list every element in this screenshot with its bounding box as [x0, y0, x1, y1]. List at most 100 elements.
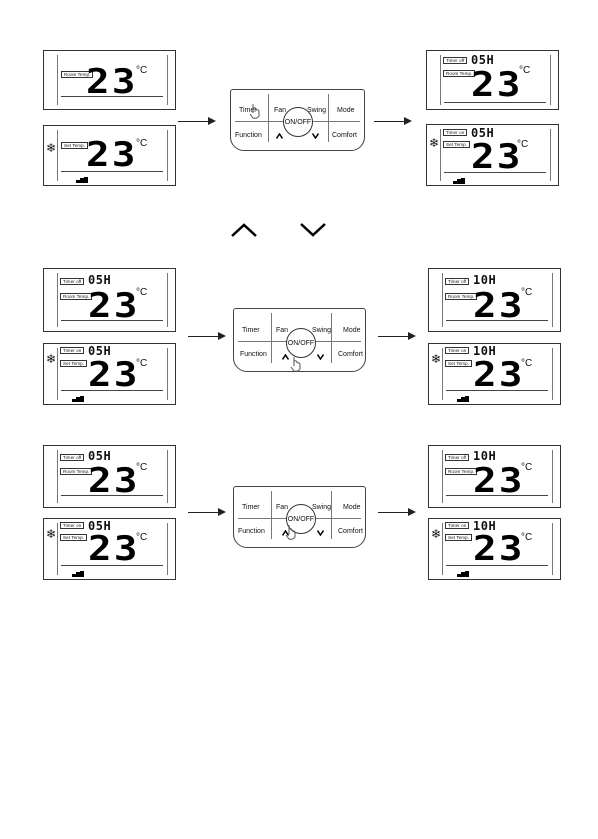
- arrow-line: [178, 121, 210, 122]
- celsius-unit: °C: [136, 287, 148, 298]
- timer-label: Timer on: [60, 522, 85, 529]
- timer-value: 05H: [88, 344, 112, 358]
- celsius-unit: °C: [521, 358, 533, 369]
- mode-button[interactable]: Mode: [337, 107, 355, 114]
- lcd-row1-right-top: Timer off 05H Room Temp. 23 °C: [426, 50, 559, 110]
- hand-pointer-icon: [285, 525, 296, 540]
- timer-label: Timer off: [443, 57, 468, 64]
- timer-button[interactable]: Timer: [239, 107, 257, 114]
- temp-label: Set Temp.: [61, 142, 89, 149]
- timer-value: 05H: [88, 519, 112, 533]
- timer-label: Timer off: [445, 278, 470, 285]
- swing-button[interactable]: Swing: [307, 107, 327, 114]
- arrow-line: [188, 512, 220, 513]
- fan-button[interactable]: Fan: [276, 504, 289, 511]
- chevron-up-icon[interactable]: [282, 530, 289, 536]
- comfort-button[interactable]: Comfort: [338, 528, 363, 535]
- timer-value: 05H: [471, 53, 495, 67]
- timer-value: 10H: [473, 519, 497, 533]
- temperature-value: 23: [473, 355, 525, 395]
- temperature-value: 23: [471, 137, 523, 177]
- comfort-button[interactable]: Comfort: [332, 132, 357, 139]
- snowflake-icon: ❄: [431, 527, 442, 541]
- swing-button[interactable]: Swing: [312, 504, 332, 511]
- celsius-unit: °C: [136, 358, 148, 369]
- mode-button[interactable]: Mode: [343, 504, 361, 511]
- function-button[interactable]: Function: [238, 528, 265, 535]
- fan-speed-icon: [453, 178, 465, 184]
- lcd-row1-left-top: Room Temp. 23 °C: [43, 50, 176, 110]
- timer-button[interactable]: Timer: [242, 504, 260, 511]
- timer-label: Timer on: [445, 522, 470, 529]
- fan-speed-icon: [457, 571, 469, 577]
- timer-label: Timer on: [445, 347, 470, 354]
- chevron-down-icon: [300, 223, 326, 237]
- timer-value: 05H: [471, 126, 495, 140]
- arrow-head: [404, 117, 412, 125]
- temperature-value: 23: [473, 529, 525, 569]
- fan-speed-icon: [76, 177, 88, 183]
- chevron-up-icon[interactable]: [282, 354, 289, 360]
- celsius-unit: °C: [521, 532, 533, 543]
- fan-speed-icon: [72, 571, 84, 577]
- hand-pointer-icon: [249, 104, 260, 119]
- lcd-row3-left-top: Timer off 05H Room Temp. 23 °C: [43, 445, 176, 508]
- timer-label: Timer on: [443, 129, 468, 136]
- celsius-unit: °C: [136, 532, 148, 543]
- onoff-button[interactable]: ON/OFF: [283, 107, 313, 137]
- swing-button[interactable]: Swing: [312, 327, 332, 334]
- temp-label: Set Temp.: [60, 534, 88, 541]
- timer-value: 10H: [473, 273, 497, 287]
- celsius-unit: °C: [521, 462, 533, 473]
- lcd-row3-right-top: Timer off 10H Room Temp. 23 °C: [428, 445, 561, 508]
- temp-label: Room Temp.: [61, 71, 94, 78]
- snowflake-icon: ❄: [46, 352, 57, 366]
- lcd-row1-right-bottom: ❄ Timer on 05H Set Temp. 23 °C: [426, 124, 559, 186]
- celsius-unit: °C: [517, 139, 529, 150]
- lcd-row1-left-bottom: ❄ Set Temp. 23 °C: [43, 125, 176, 186]
- function-button[interactable]: Function: [240, 351, 267, 358]
- chevron-down-icon[interactable]: [317, 530, 324, 536]
- temp-label: Room Temp.: [445, 468, 478, 475]
- arrow-line: [378, 336, 410, 337]
- celsius-unit: °C: [519, 65, 531, 76]
- timer-value: 10H: [473, 344, 497, 358]
- arrow-head: [218, 508, 226, 516]
- mode-button[interactable]: Mode: [343, 327, 361, 334]
- lcd-row2-right-bottom: ❄ Timer on 10H Set Temp. 23 °C: [428, 343, 561, 405]
- celsius-unit: °C: [136, 462, 148, 473]
- chevron-up-icon: [231, 223, 257, 237]
- comfort-button[interactable]: Comfort: [338, 351, 363, 358]
- timer-value: 10H: [473, 449, 497, 463]
- function-button[interactable]: Function: [235, 132, 262, 139]
- lcd-row3-right-bottom: ❄ Timer on 10H Set Temp. 23 °C: [428, 518, 561, 580]
- timer-label: Timer on: [60, 347, 85, 354]
- temp-label: Set Temp.: [443, 141, 471, 148]
- temp-label: Room Temp.: [443, 70, 476, 77]
- fan-button[interactable]: Fan: [274, 107, 287, 114]
- temperature-value: 23: [88, 286, 140, 326]
- temperature-value: 23: [88, 529, 140, 569]
- chevron-up-icon[interactable]: [276, 133, 283, 139]
- remote-control-panel: Timer Fan Swing Mode Function Comfort ON…: [230, 89, 365, 151]
- lcd-row2-left-bottom: ❄ Timer on 05H Set Temp. 23 °C: [43, 343, 176, 405]
- temp-label: Room Temp.: [445, 293, 478, 300]
- temp-label: Room Temp.: [60, 468, 93, 475]
- snowflake-icon: ❄: [431, 352, 442, 366]
- temp-label: Set Temp.: [60, 360, 88, 367]
- arrow-head: [218, 332, 226, 340]
- temperature-value: 23: [86, 135, 138, 175]
- timer-label: Timer off: [60, 454, 85, 461]
- timer-button[interactable]: Timer: [242, 327, 260, 334]
- celsius-unit: °C: [521, 287, 533, 298]
- temp-label: Set Temp.: [445, 534, 473, 541]
- lcd-row3-left-bottom: ❄ Timer on 05H Set Temp. 23 °C: [43, 518, 176, 580]
- onoff-button[interactable]: ON/OFF: [286, 328, 316, 358]
- celsius-unit: °C: [136, 138, 148, 149]
- hand-pointer-icon: [290, 357, 301, 372]
- chevron-down-icon[interactable]: [317, 354, 324, 360]
- timer-label: Timer off: [445, 454, 470, 461]
- chevron-down-icon[interactable]: [312, 133, 319, 139]
- fan-button[interactable]: Fan: [276, 327, 289, 334]
- fan-speed-icon: [457, 396, 469, 402]
